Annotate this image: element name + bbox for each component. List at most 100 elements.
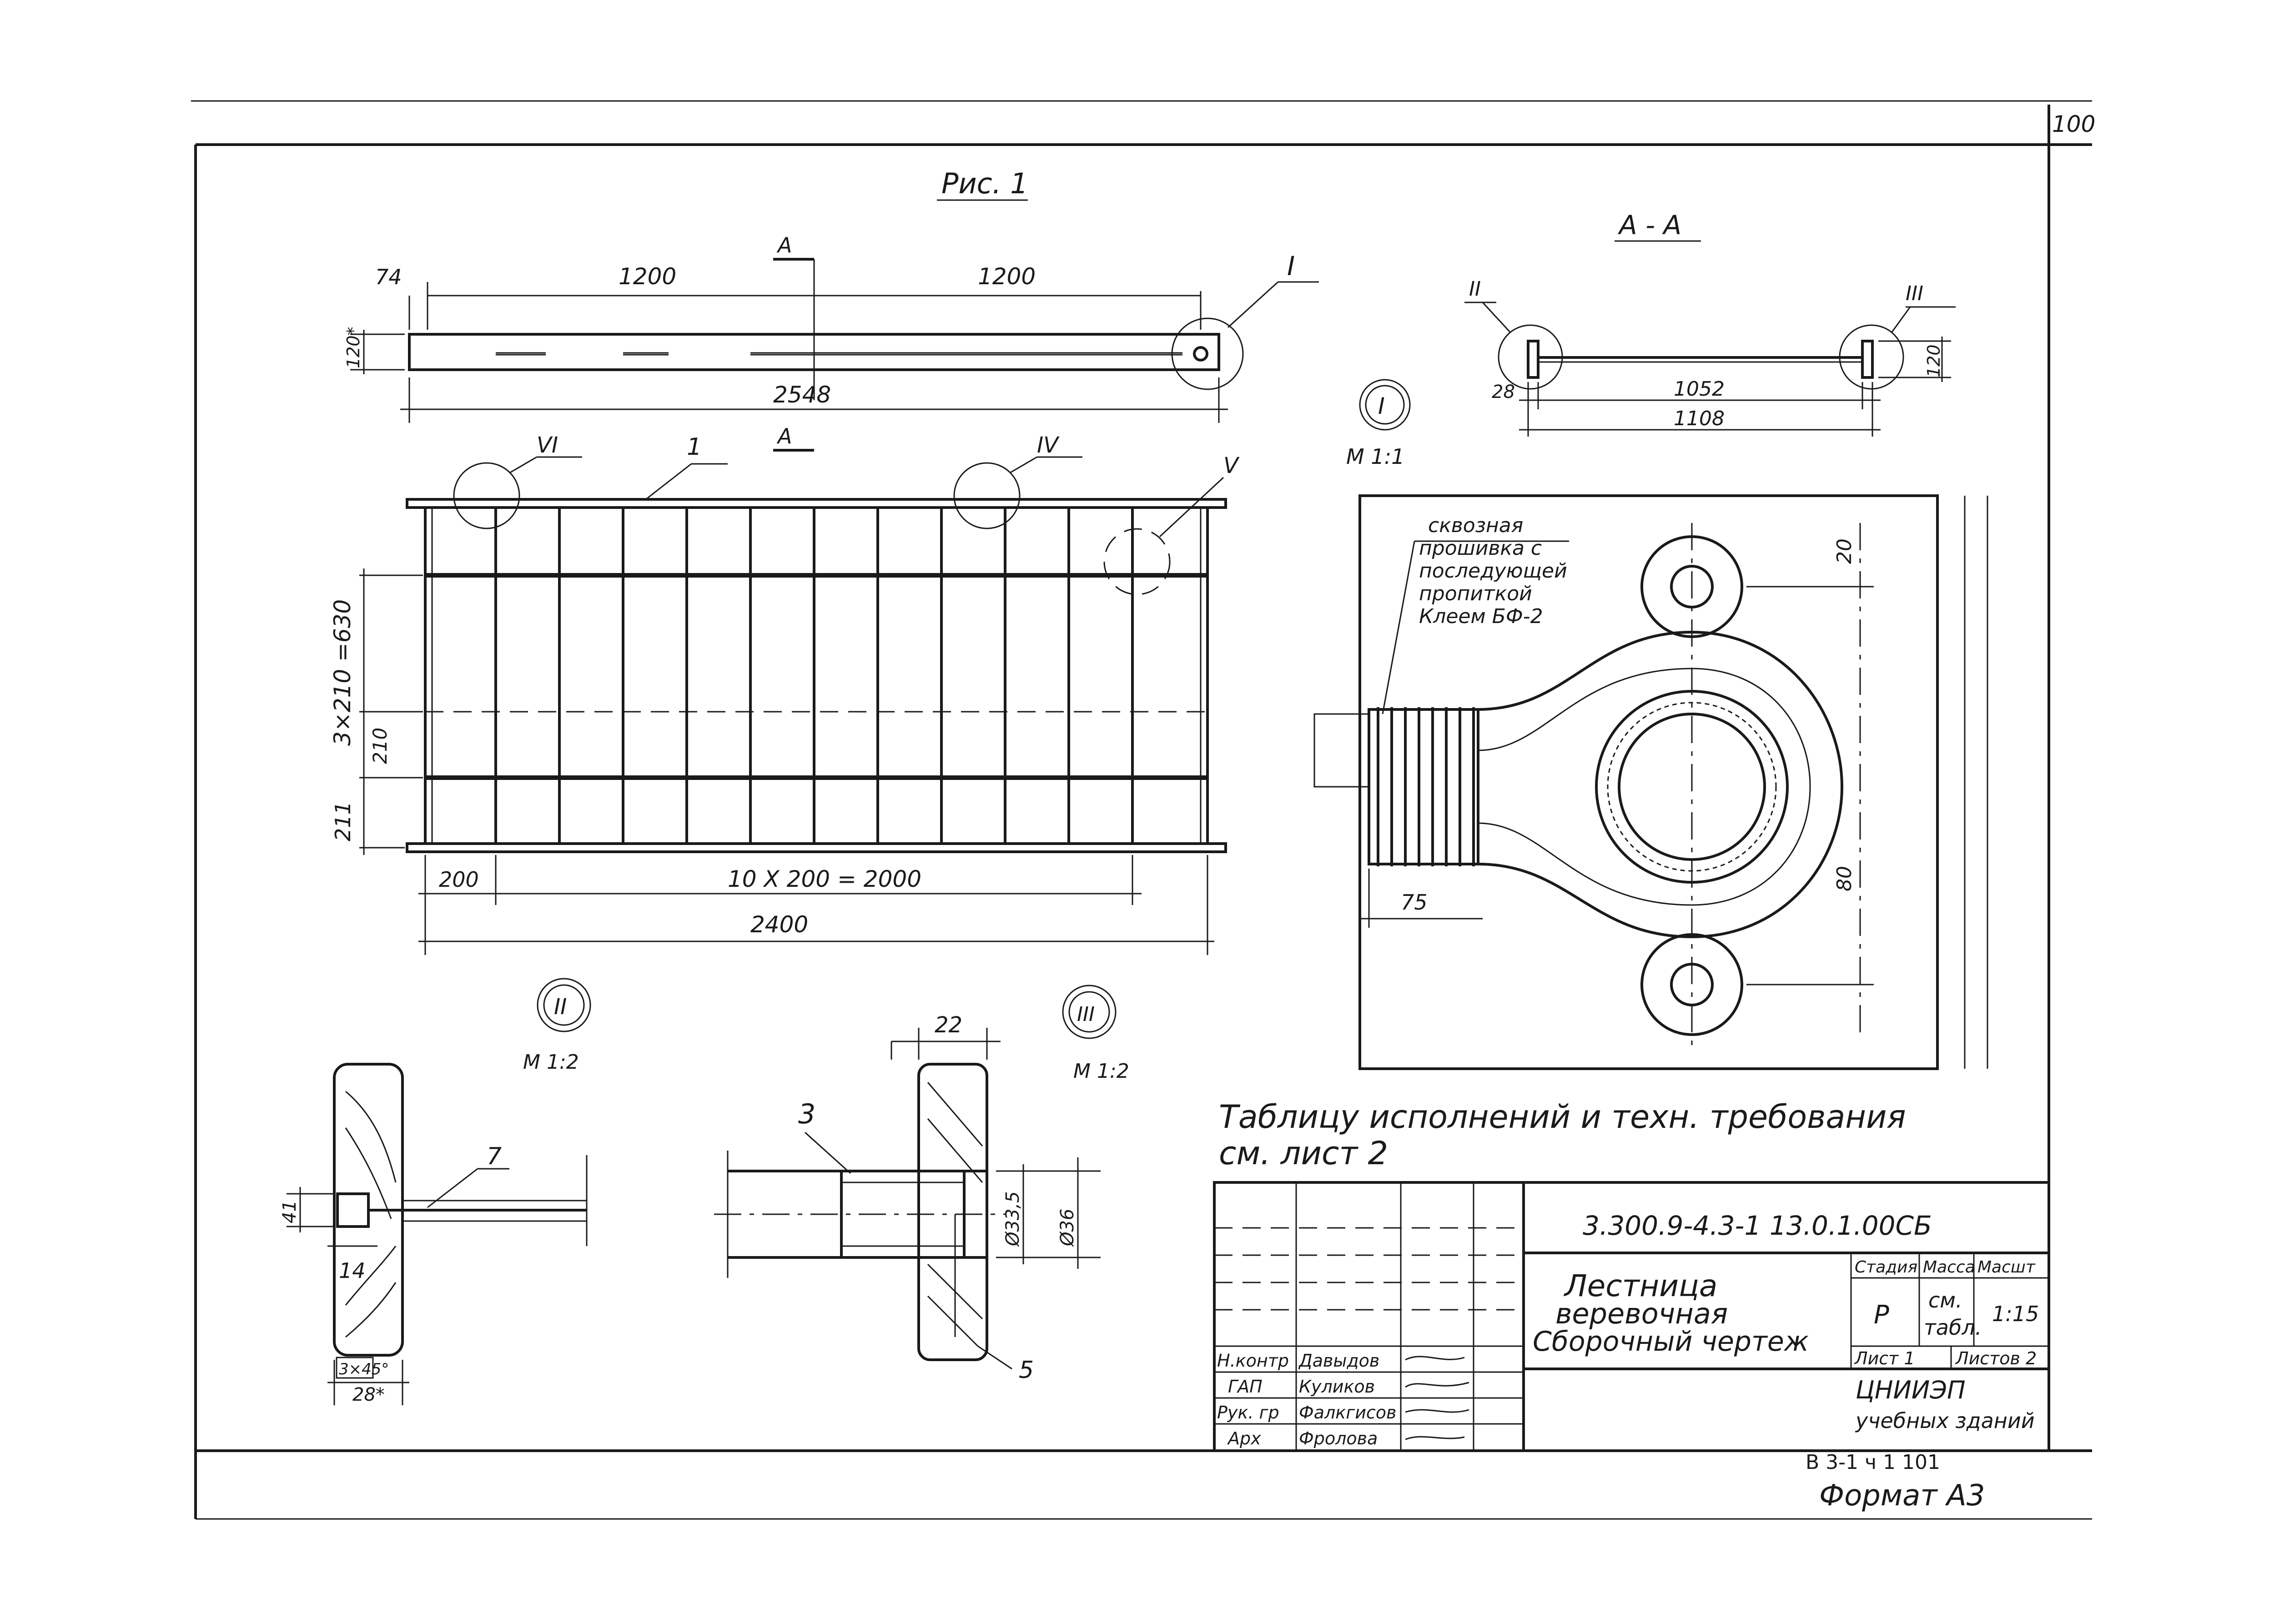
svg-text:200: 200 [439,867,479,892]
signatures-names: Давыдов Куликов Фалкгисов Фролова [1298,1351,1396,1448]
callout-I-circle [1171,317,1244,390]
svg-text:Лист 1: Лист 1 [1854,1348,1915,1368]
svg-text:ЦНИИЭП: ЦНИИЭП [1856,1376,1966,1404]
svg-text:Масшт: Масшт [1977,1258,2036,1277]
svg-text:М 1:2: М 1:2 [1073,1060,1129,1083]
svg-text:пропиткой: пропиткой [1419,582,1532,605]
svg-text:Фалкгисов: Фалкгисов [1299,1403,1396,1423]
footer: В 3-1 ч 1 101 Формат А3 [1806,1451,1985,1513]
svg-text:Сборочный чертеж: Сборочный чертеж [1533,1326,1809,1358]
title-block: 3.300.9-4.3-1 13.0.1.00СБ Лестница верев… [1213,1181,2050,1452]
svg-text:III: III [1077,1003,1095,1026]
svg-text:А: А [776,424,792,448]
svg-text:3×45°: 3×45° [339,1360,389,1378]
svg-text:М 1:2: М 1:2 [523,1051,579,1074]
svg-text:120*: 120* [343,327,363,368]
fig1-title: Рис. 1 [937,167,1028,201]
svg-text:Арх: Арх [1227,1428,1261,1448]
svg-text:74: 74 [375,265,402,289]
svg-text:Листов 2: Листов 2 [1955,1348,2037,1368]
svg-text:сквозная: сквозная [1428,514,1523,537]
svg-text:1200: 1200 [619,263,676,290]
handwritten-signatures [1405,1356,1469,1440]
svg-text:II: II [554,994,567,1020]
rope-loop-inner [1478,668,1811,906]
svg-text:14: 14 [339,1258,366,1283]
svg-text:Масса: Масса [1923,1258,1975,1277]
binding-wraps [1377,707,1475,866]
svg-text:28*: 28* [352,1384,385,1405]
svg-text:учебных зданий: учебных зданий [1855,1408,2035,1433]
svg-text:III: III [1906,282,1923,305]
general-note: Таблицу исполнений и техн. требования см… [1219,1098,1906,1172]
svg-text:М 1:1: М 1:1 [1346,444,1404,469]
svg-text:Таблицу исполнений и техн. тре: Таблицу исполнений и техн. требования [1219,1098,1906,1136]
detail-III: III М 1:2 3 5 22 Ø33,5 Ø36 [714,985,1129,1384]
svg-text:5: 5 [1019,1357,1034,1384]
svg-text:Лестница: Лестница [1564,1268,1717,1303]
sheet-frame: 100 [191,100,2095,1520]
thimble-inner [1618,713,1766,861]
svg-text:Клеем БФ-2: Клеем БФ-2 [1419,605,1543,628]
svg-text:IV: IV [1037,432,1060,458]
svg-text:В 3-1 ч 1 101: В 3-1 ч 1 101 [1806,1451,1940,1474]
svg-text:А: А [776,233,792,257]
svg-text:2400: 2400 [750,911,808,938]
svg-text:ГАП: ГАП [1228,1377,1263,1397]
svg-text:Формат А3: Формат А3 [1819,1479,1985,1513]
svg-text:I: I [1287,251,1295,282]
svg-text:7: 7 [487,1143,502,1170]
rail-section-III [917,1063,988,1361]
svg-text:последующей: последующей [1419,559,1567,583]
svg-text:А - А: А - А [1617,210,1681,241]
svg-text:210: 210 [369,728,391,764]
svg-text:1108: 1108 [1674,407,1725,430]
detail-I: I М 1:1 сквозная прошив [1313,379,1988,1070]
sheet-number: 100 [2052,111,2095,137]
rope-loop-outer [1478,630,1844,939]
ladder-plan-view: VI IV V 1 3×210 =630 210 211 200 10 Х 20… [329,432,1240,955]
svg-text:3: 3 [798,1098,815,1130]
svg-text:22: 22 [935,1012,962,1038]
svg-text:Куликов: Куликов [1299,1377,1375,1397]
detail-I-note: сквозная прошивка с последующей пропитко… [1382,514,1569,714]
svg-text:3.300.9-4.3-1 13.0.1.00СБ: 3.300.9-4.3-1 13.0.1.00СБ [1583,1210,1932,1241]
svg-text:1052: 1052 [1674,377,1725,401]
signatures-roles: Н.контр ГАП Рук. гр Арх [1217,1351,1289,1448]
svg-text:10 Х 200 = 2000: 10 Х 200 = 2000 [728,866,921,892]
svg-text:211: 211 [331,801,355,841]
svg-text:прошивка с: прошивка с [1419,537,1542,560]
svg-text:20: 20 [1833,538,1856,564]
svg-text:41: 41 [279,1200,300,1223]
ladder-side-view: I 74 1200 1200 120* 2548 А А [343,233,1319,452]
svg-text:1: 1 [687,433,702,461]
svg-text:см.: см. [1928,1288,1962,1312]
svg-text:веревочная: веревочная [1555,1297,1728,1330]
svg-text:120: 120 [1924,344,1944,377]
svg-text:V: V [1223,453,1240,478]
svg-text:Ø33,5: Ø33,5 [1002,1191,1023,1247]
svg-text:I: I [1378,393,1385,419]
svg-text:VI: VI [537,432,558,458]
svg-text:II: II [1469,277,1481,301]
svg-text:Рук. гр: Рук. гр [1217,1403,1279,1423]
svg-text:75: 75 [1401,890,1428,915]
svg-text:Фролова: Фролова [1299,1428,1378,1448]
svg-text:Стадия: Стадия [1855,1258,1917,1277]
rungs [494,508,1134,844]
svg-text:см. лист 2: см. лист 2 [1219,1135,1388,1172]
svg-text:28: 28 [1492,382,1515,402]
svg-text:80: 80 [1833,866,1856,891]
svg-text:Давыдов: Давыдов [1298,1351,1379,1371]
svg-text:Р: Р [1874,1300,1889,1330]
svg-text:Н.контр: Н.контр [1217,1351,1289,1371]
svg-text:Рис. 1: Рис. 1 [941,167,1028,200]
svg-text:1200: 1200 [978,263,1036,290]
svg-text:табл.: табл. [1924,1315,1982,1340]
section-aa: А - А II III 28 1052 1108 120 [1464,210,1956,437]
svg-text:2548: 2548 [773,382,831,408]
svg-text:3×210 =630: 3×210 =630 [329,599,356,746]
svg-text:Ø36: Ø36 [1057,1209,1078,1247]
svg-text:1:15: 1:15 [1992,1302,2039,1326]
